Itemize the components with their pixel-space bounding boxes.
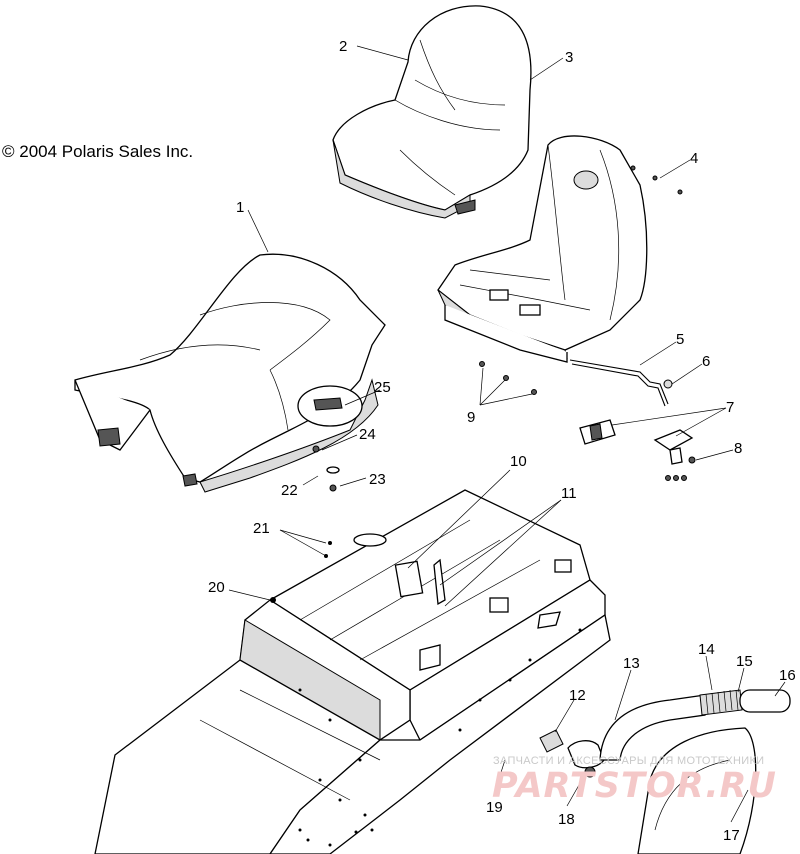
callout-17: 17 xyxy=(723,827,740,844)
callout-5: 5 xyxy=(676,331,684,348)
callout-25: 25 xyxy=(374,379,391,396)
callout-19: 19 xyxy=(486,799,503,816)
callout-6: 6 xyxy=(702,353,710,370)
callout-20: 20 xyxy=(208,579,225,596)
callout-13: 13 xyxy=(623,655,640,672)
callout-15: 15 xyxy=(736,653,753,670)
callout-1: 1 xyxy=(236,199,244,216)
callout-18: 18 xyxy=(558,811,575,828)
latch-hardware xyxy=(579,379,696,481)
callout-10: 10 xyxy=(510,453,527,470)
callout-23: 23 xyxy=(369,471,386,488)
callout-8: 8 xyxy=(734,440,742,457)
callout-3: 3 xyxy=(565,49,573,66)
seat-latch-rod xyxy=(569,359,669,407)
callout-2: 2 xyxy=(339,38,347,55)
mounting-screws xyxy=(312,165,683,492)
copyright-notice: © 2004 Polaris Sales Inc. xyxy=(2,142,194,161)
callout-16: 16 xyxy=(779,667,796,684)
callout-4: 4 xyxy=(690,150,698,167)
seat-base-shell xyxy=(437,135,648,363)
chassis-rivets xyxy=(270,541,582,847)
leader-lines xyxy=(228,45,786,823)
grab-bar-assembly xyxy=(539,689,791,854)
chassis-tunnel xyxy=(94,489,611,854)
main-seat xyxy=(74,253,386,493)
callout-7: 7 xyxy=(726,399,734,416)
callout-9: 9 xyxy=(467,409,475,426)
callout-labels: 1 2 3 4 5 6 7 8 9 10 11 12 13 14 15 16 1… xyxy=(208,38,796,844)
callout-22: 22 xyxy=(281,482,298,499)
callout-24: 24 xyxy=(359,426,376,443)
seat-cushion xyxy=(332,5,532,219)
callout-11: 11 xyxy=(561,485,577,502)
callout-21: 21 xyxy=(253,520,270,537)
callout-14: 14 xyxy=(698,641,715,658)
watermark-tagline: ЗАПЧАСТИ И АКСЕССУАРЫ ДЛЯ МОТОТЕХНИКИ xyxy=(493,755,765,767)
callout-12: 12 xyxy=(569,687,586,704)
watermark-logo: PARTSTOR.RU xyxy=(492,766,777,806)
